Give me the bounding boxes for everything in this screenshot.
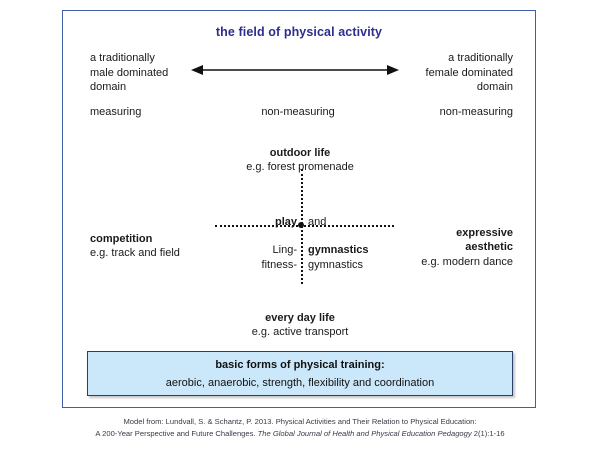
citation-line-2: A 200-Year Perspective and Future Challe… bbox=[0, 428, 600, 440]
basic-forms-detail: aerobic, anaerobic, strength, flexibilit… bbox=[165, 377, 435, 389]
domain-label-left: a traditionally male dominated domain bbox=[90, 52, 169, 93]
pole-left: competition e.g. track and field bbox=[90, 217, 240, 275]
axis-center-node bbox=[298, 222, 304, 228]
quadrant-bottom-left: Ling- fitness- bbox=[213, 243, 297, 272]
label-non-measuring-right: non-measuring bbox=[439, 106, 513, 118]
label-measuring: measuring bbox=[90, 106, 142, 118]
pole-left-label: competition bbox=[90, 232, 153, 245]
dotted-axis-horizontal bbox=[215, 225, 394, 227]
citation-line-2-suffix: 2(1):1-16 bbox=[471, 428, 505, 438]
pole-bottom-example: e.g. active transport bbox=[251, 326, 349, 338]
domain-label-right: a traditionally female dominated domain bbox=[425, 52, 513, 93]
pole-left-example: e.g. track and field bbox=[90, 247, 180, 259]
quadrant-bottom-left-line2: fitness- bbox=[261, 258, 297, 271]
basic-forms-title: basic forms of physical training: bbox=[215, 359, 385, 371]
quadrant-top-left: play bbox=[274, 216, 297, 228]
pole-top-label: outdoor life bbox=[269, 146, 331, 159]
citation-journal-name: The Global Journal of Health and Physica… bbox=[257, 428, 472, 438]
quadrant-bottom-right: gymnastics gymnastics bbox=[308, 243, 403, 272]
citation-line-2-prefix: A 200-Year Perspective and Future Challe… bbox=[95, 428, 258, 438]
citation-line-1: Model from: Lundvall, S. & Schantz, P. 2… bbox=[123, 417, 477, 426]
basic-forms-box: basic forms of physical training: aerobi… bbox=[87, 351, 513, 396]
pole-bottom: every day life e.g. active transport bbox=[222, 296, 378, 354]
diagram-frame: the field of physical activity a traditi… bbox=[62, 10, 536, 408]
page-title: the field of physical activity bbox=[215, 25, 383, 39]
citation: Model from: Lundvall, S. & Schantz, P. 2… bbox=[0, 416, 600, 439]
quadrant-bottom-left-line1: Ling- bbox=[272, 244, 297, 256]
pole-right: expressive aesthetic e.g. modern dance bbox=[373, 211, 513, 284]
pole-top: outdoor life e.g. forest promenade bbox=[222, 131, 378, 189]
double-arrow-icon bbox=[191, 62, 399, 78]
quadrant-bottom-right-line2: gymnastics bbox=[308, 258, 364, 271]
pole-right-example: e.g. modern dance bbox=[421, 255, 513, 268]
quadrant-top-right: and bbox=[308, 216, 327, 228]
pole-top-example: e.g. forest promenade bbox=[246, 161, 354, 173]
quadrant-bottom-right-line1: gymnastics bbox=[308, 244, 369, 256]
pole-bottom-label: every day life bbox=[265, 311, 335, 324]
label-non-measuring-center: non-measuring bbox=[261, 106, 335, 118]
pole-right-label: expressive aesthetic bbox=[456, 226, 513, 254]
